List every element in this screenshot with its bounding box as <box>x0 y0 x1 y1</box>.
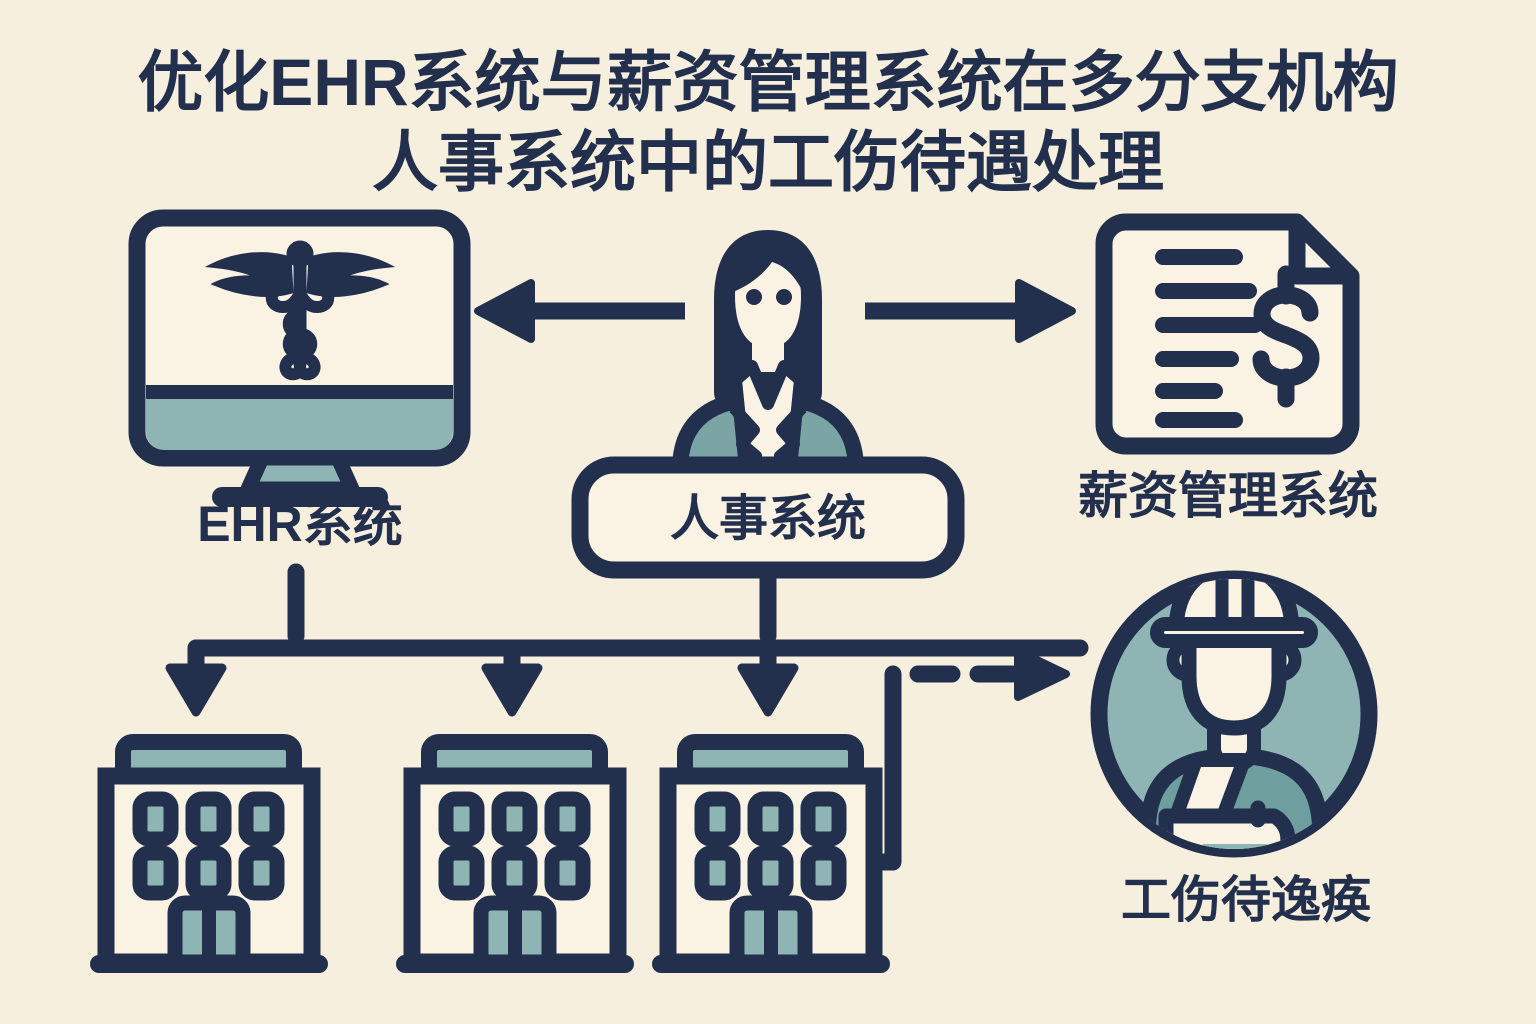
hr-system-box[interactable]: 人事系统 <box>571 456 965 579</box>
office-building-icon <box>396 734 634 973</box>
title-line-2: 人事系统中的工伤待遇处理 <box>372 125 1164 199</box>
title-line-1: 优化EHR系统与薪资管理系统在多分支机构 <box>137 45 1398 119</box>
monitor-caduceus-icon: EHR系统 <box>128 209 471 552</box>
connector-bus-to-branch-2 <box>481 639 543 717</box>
injured-worker-label: 工伤待逸痪 <box>1121 872 1371 928</box>
dollar-sign-icon <box>1252 265 1320 408</box>
connector-hr-to-payroll <box>865 279 1076 343</box>
caduceus-symbol <box>204 240 396 381</box>
ehr-label: EHR系统 <box>197 496 403 552</box>
page-title: 优化EHR系统与薪资管理系统在多分支机构 人事系统中的工伤待遇处理 <box>137 45 1398 199</box>
office-building-icon <box>652 734 890 973</box>
hr-system-label: 人事系统 <box>670 492 866 546</box>
payroll-label: 薪资管理系统 <box>1078 468 1378 524</box>
document-text-lines <box>1155 249 1263 428</box>
injured-worker-icon: 工伤待逸痪 <box>1090 570 1378 928</box>
document-dollar-icon: 薪资管理系统 <box>1078 213 1378 524</box>
connector-hr-to-ehr <box>474 279 685 343</box>
businesswoman-icon <box>672 230 864 486</box>
connector-branch3-to-worker <box>847 647 1070 871</box>
eye-right-icon <box>776 289 792 305</box>
connector-bus-to-branch-3 <box>737 639 799 717</box>
office-building-icon <box>90 734 328 973</box>
eye-left-icon <box>746 289 762 305</box>
connector-bus-to-branch-1 <box>165 639 227 717</box>
